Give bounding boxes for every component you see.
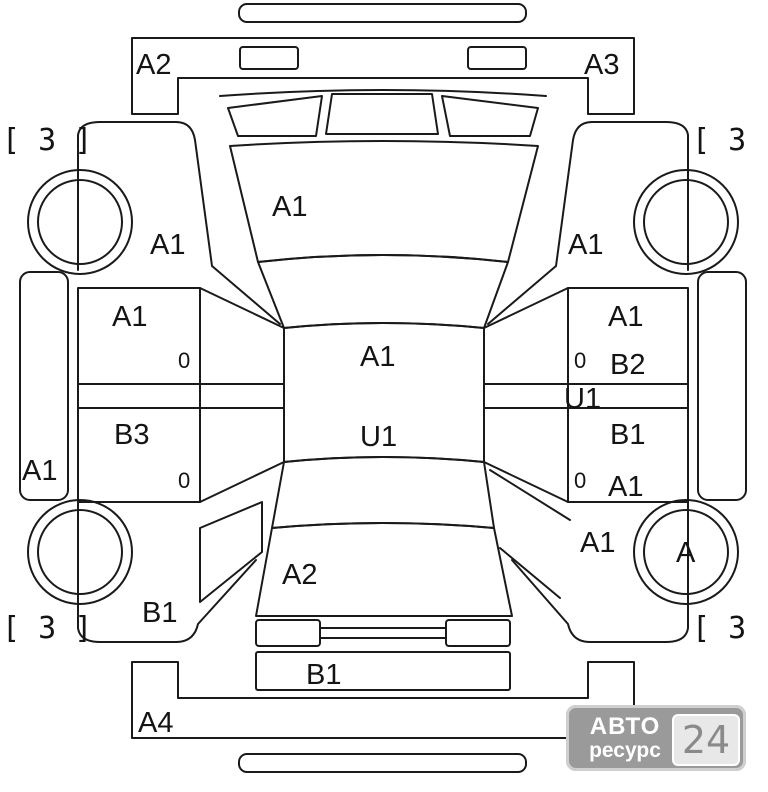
- rear-right-wheel-outer: [633, 499, 739, 605]
- label-bracket-tl: [ 3 ]: [2, 123, 92, 158]
- label-front-right-door-zero: 0: [574, 348, 586, 373]
- rear-left-wheel-inner: [37, 509, 123, 595]
- label-rear-right-door-b1: B1: [610, 419, 645, 451]
- label-hood: A1: [272, 191, 307, 223]
- avtoresurs24-logo: АВТО ресурс 24: [566, 705, 746, 771]
- label-rear-right-fender: A1: [580, 527, 615, 559]
- rear-right-quarter: [511, 499, 689, 643]
- front-right-fender: [487, 121, 689, 325]
- front-bumper-strip: [238, 3, 527, 23]
- rear-left-wheel-outer: [27, 499, 133, 605]
- front-right-wheel-inner: [643, 179, 729, 265]
- logo-number: 24: [672, 714, 740, 766]
- rear-left-quarter-window: [199, 501, 263, 603]
- rear-bumper-strip: [238, 753, 527, 773]
- front-grille: [325, 93, 439, 135]
- rear-bumper: [131, 661, 635, 739]
- label-front-right-door-b2: B2: [610, 349, 645, 381]
- rear-window: [271, 456, 495, 529]
- label-trunk: A2: [282, 559, 317, 591]
- rear-left-quarter: [77, 499, 257, 643]
- left-sill: [19, 271, 69, 501]
- label-front-left-door: A1: [112, 301, 147, 333]
- label-a3-top: A3: [584, 49, 619, 81]
- label-bracket-br: [ 3 ]: [692, 611, 768, 646]
- label-front-right-door: A1: [608, 301, 643, 333]
- label-rear-right-door-zero: 0: [574, 468, 586, 493]
- trunk-lid: [255, 522, 513, 617]
- front-left-wheel-inner: [37, 179, 123, 265]
- label-bracket-tr: [ 3 ]: [692, 123, 768, 158]
- front-left-wheel-outer: [27, 169, 133, 275]
- label-rear-panel: B1: [306, 659, 341, 691]
- front-right-headlight: [441, 95, 539, 137]
- label-rear-left-quarter: B1: [142, 597, 177, 629]
- front-right-wheel-outer: [633, 169, 739, 275]
- label-bracket-bl: [ 3 ]: [2, 611, 92, 646]
- front-left-headlight: [227, 95, 323, 137]
- label-front-right-fender: A1: [568, 229, 603, 261]
- label-front-left-fender: A1: [150, 229, 185, 261]
- front-left-fender: [77, 121, 281, 325]
- label-rear-left-door: B3: [114, 419, 149, 451]
- front-left-light: [239, 46, 299, 70]
- rear-right-quarter-line: [489, 469, 571, 599]
- label-rear-left-door-zero: 0: [178, 468, 190, 493]
- logo-line1: АВТО: [589, 713, 661, 740]
- rear-right-light: [445, 619, 511, 647]
- front-bumper: [131, 37, 635, 115]
- front-right-light: [467, 46, 527, 70]
- label-rear-right-wheel: A: [676, 537, 696, 569]
- label-a2-top: A2: [136, 49, 171, 81]
- label-roof-a1: A1: [360, 341, 395, 373]
- left-center-pillar: [77, 383, 285, 409]
- front-panel-outline: [219, 89, 547, 97]
- rear-right-wheel-inner: [643, 509, 729, 595]
- logo-line2: ресурс: [589, 739, 661, 762]
- label-front-left-door-zero: 0: [178, 348, 190, 373]
- label-right-pillar-u1: U1: [564, 383, 601, 415]
- label-rear-right-door-a1: A1: [608, 471, 643, 503]
- right-center-pillar: [483, 383, 689, 409]
- label-roof-u1: U1: [360, 421, 397, 453]
- label-left-sill: A1: [22, 455, 57, 487]
- rear-panel: [255, 651, 511, 691]
- label-a4-bottom: A4: [138, 707, 173, 739]
- windshield: [257, 254, 509, 329]
- right-sill: [697, 271, 747, 501]
- rear-left-light: [255, 619, 321, 647]
